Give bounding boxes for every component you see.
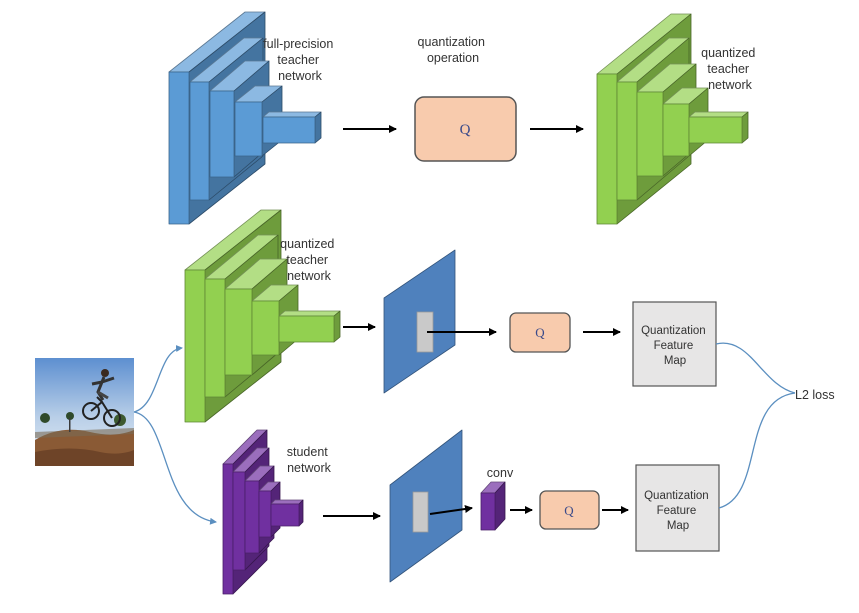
- student-layer-5-front: [270, 503, 300, 527]
- student-network: [222, 429, 304, 595]
- student-qfm-to-l2-curve: [718, 392, 796, 509]
- quantized-teacher-network-top: [596, 13, 749, 225]
- student-quantization-feature-map-box: [635, 464, 720, 552]
- student-layer-4-front: [258, 490, 272, 538]
- full-precision-teacher-label: full-precision teacher network: [263, 37, 337, 83]
- fp-teacher-layer-1-front: [168, 71, 190, 225]
- conv-label: conv: [487, 466, 514, 480]
- teacher-qfm-label: Quantization Feature Map: [641, 325, 709, 367]
- student-layer-2-front: [232, 471, 246, 571]
- quantized-teacher-network-middle: [184, 209, 341, 423]
- student-layer-5-side: [298, 499, 304, 527]
- student-layer-3-front: [244, 480, 260, 554]
- full-precision-teacher-network: [168, 11, 322, 225]
- student-layer-1-front: [222, 463, 234, 595]
- fp-teacher-layer-2-front: [189, 81, 210, 201]
- quantization-operation-box: [414, 96, 517, 162]
- q-teacher-mid-layer-4-front: [251, 300, 280, 356]
- quantization-operation-q: Q: [460, 122, 471, 138]
- fp-teacher-layer-3-front: [209, 90, 235, 178]
- q-teacher-top-layer-5-side: [741, 111, 749, 144]
- q-teacher-mid-layer-2-front: [204, 278, 226, 398]
- input-to-quantized-teacher-curve: [133, 345, 183, 413]
- conv-block-front: [480, 492, 496, 531]
- student-feature-map-patch: [412, 491, 429, 533]
- student-feature-map: [389, 429, 463, 583]
- teacher-feature-map: [383, 249, 456, 394]
- teacher-q-symbol: Q: [535, 325, 545, 340]
- q-teacher-top-layer-4-front: [662, 103, 690, 157]
- quantization-operation-label: quantization operation: [418, 35, 489, 65]
- quantized-teacher-top-label: quantized teacher network: [701, 46, 759, 92]
- fp-teacher-layer-5-top: [262, 111, 322, 118]
- fp-teacher-layer-5-front: [262, 116, 316, 144]
- teacher-qfm-to-l2-curve: [715, 342, 796, 394]
- q-teacher-mid-layer-5-front: [278, 315, 335, 343]
- fp-teacher-layer-5-side: [314, 111, 322, 144]
- student-network-label: student network: [287, 445, 332, 475]
- q-teacher-top-layer-2-front: [616, 81, 638, 201]
- student-q-symbol: Q: [564, 503, 574, 518]
- q-teacher-top-layer-3-front: [636, 91, 664, 177]
- arrow-featuremap-to-conv: [429, 505, 473, 515]
- q-teacher-mid-layer-1-front: [184, 269, 206, 423]
- l2-loss-label: L2 loss: [795, 388, 835, 402]
- input-image: [35, 358, 134, 466]
- q-teacher-mid-layer-3-front: [224, 288, 253, 376]
- input-to-student-curve: [133, 411, 217, 525]
- teacher-q-box: [509, 312, 571, 353]
- conv-layer: [480, 481, 506, 531]
- student-qfm-label: Quantization Feature Map: [644, 490, 712, 532]
- teacher-quantization-feature-map-box: [632, 301, 717, 387]
- q-teacher-top-layer-5-top: [688, 111, 749, 118]
- q-teacher-mid-layer-5-top: [278, 310, 341, 317]
- fp-teacher-layer-4-front: [234, 101, 263, 157]
- q-teacher-top-layer-1-front: [596, 73, 618, 225]
- q-teacher-top-layer-5-front: [688, 116, 743, 144]
- quantized-teacher-mid-label: quantized teacher network: [280, 237, 338, 283]
- student-q-box: [539, 490, 600, 530]
- student-layer-5-top: [270, 499, 304, 505]
- q-teacher-mid-layer-5-side: [333, 310, 341, 343]
